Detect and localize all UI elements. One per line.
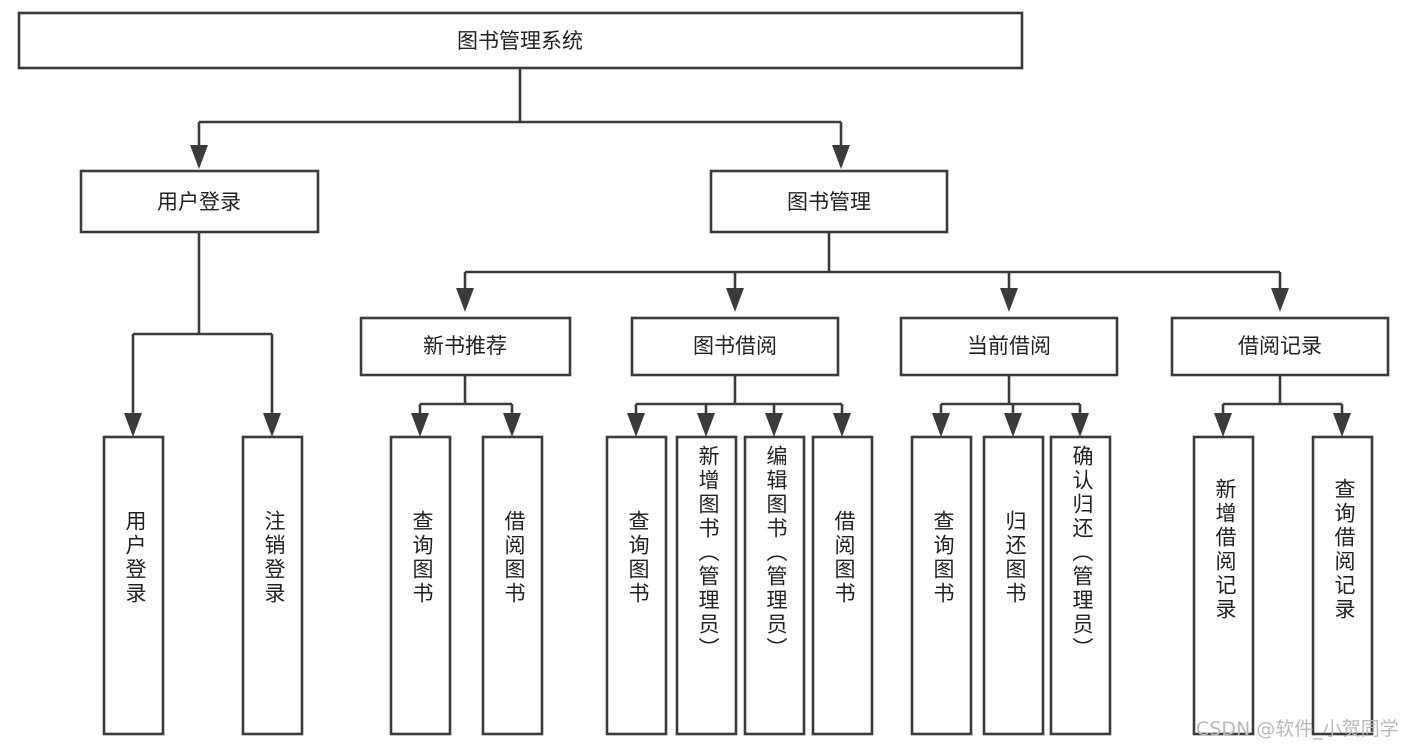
node-label-book-borrow: 图书借阅 — [693, 334, 777, 358]
arrow-head-icon — [1071, 413, 1089, 437]
csdn-watermark: CSDN @软件_小贺同学 — [1196, 718, 1399, 740]
node-box-leaf-query-record[interactable] — [1311, 435, 1374, 736]
arrow-head-icon — [832, 145, 850, 169]
node-box-root[interactable] — [17, 11, 1024, 70]
arrow-head-icon — [503, 413, 521, 437]
node-box-leaf-query-book-1[interactable] — [389, 435, 452, 736]
node-box-leaf-confirm-return[interactable] — [1049, 435, 1112, 736]
node-label-borrow-record: 借阅记录 — [1238, 334, 1322, 358]
node-box-book-borrow[interactable] — [630, 316, 840, 377]
arrow-head-icon — [833, 413, 851, 437]
node-label-root: 图书管理系统 — [457, 29, 583, 53]
node-box-leaf-query-book-2[interactable] — [605, 435, 668, 736]
node-box-leaf-add-record[interactable] — [1192, 435, 1255, 736]
node-box-leaf-return-book[interactable] — [982, 435, 1045, 736]
arrow-head-icon — [411, 413, 429, 437]
connector-root-to-level2 — [190, 68, 850, 169]
node-box-user-login[interactable] — [79, 169, 320, 234]
connector-currentborrow-to-leaves — [932, 375, 1089, 437]
node-label-new-book-recommend: 新书推荐 — [423, 334, 507, 358]
arrow-head-icon — [124, 413, 142, 437]
connector-bookborrow-to-leaves — [627, 375, 851, 437]
node-box-leaf-edit-book[interactable] — [743, 435, 806, 736]
node-label-book-manage: 图书管理 — [787, 190, 871, 214]
arrow-head-icon — [1214, 413, 1232, 437]
arrow-head-icon — [190, 145, 208, 169]
node-box-current-borrow[interactable] — [899, 316, 1119, 377]
connector-borrowrecord-to-leaves — [1214, 375, 1351, 437]
arrow-head-icon — [765, 413, 783, 437]
node-box-leaf-query-book-3[interactable] — [910, 435, 973, 736]
node-label-user-login: 用户登录 — [157, 190, 241, 214]
arrow-head-icon — [697, 413, 715, 437]
node-box-borrow-record[interactable] — [1170, 316, 1390, 377]
arrow-head-icon — [1333, 413, 1351, 437]
node-box-leaf-borrow-book-1[interactable] — [481, 435, 544, 736]
arrow-head-icon — [1271, 288, 1289, 312]
node-box-leaf-add-book[interactable] — [675, 435, 738, 736]
node-label-current-borrow: 当前借阅 — [967, 334, 1051, 358]
connector-newbook-to-leaves — [411, 375, 521, 437]
arrow-head-icon — [263, 413, 281, 437]
connector-userlogin-to-leaves — [124, 232, 281, 437]
node-box-leaf-borrow-book-2[interactable] — [811, 435, 874, 736]
arrow-head-icon — [456, 288, 474, 312]
node-box-new-book-recommend[interactable] — [359, 316, 572, 377]
node-box-book-manage[interactable] — [709, 169, 949, 234]
connector-bookmanage-to-level3 — [456, 232, 1289, 312]
arrow-head-icon — [1000, 288, 1018, 312]
arrow-head-icon — [1004, 413, 1022, 437]
arrow-head-icon — [726, 288, 744, 312]
arrow-head-icon — [627, 413, 645, 437]
node-box-leaf-logout-login[interactable] — [241, 435, 304, 736]
arrow-head-icon — [932, 413, 950, 437]
node-box-leaf-user-login[interactable] — [102, 435, 165, 736]
